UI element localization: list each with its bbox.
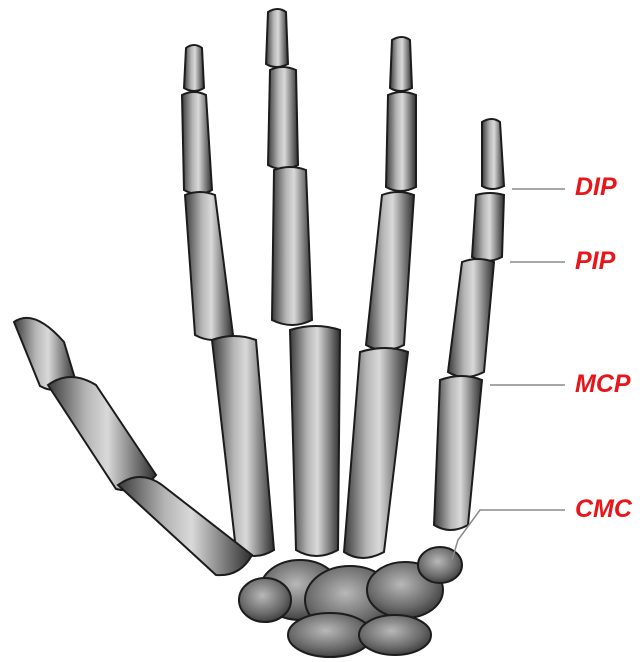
little-finger-bones (434, 119, 504, 530)
dip-joint-label: DIP (575, 175, 617, 200)
cmc-joint-label: CMC (575, 497, 632, 522)
pip-joint-label: PIP (575, 249, 615, 274)
middle-finger-bones (266, 9, 340, 556)
carpal-bones (239, 547, 462, 657)
mcp-joint-label: MCP (575, 372, 631, 397)
index-finger-bones (182, 45, 274, 556)
ring-finger-bones (344, 37, 416, 558)
